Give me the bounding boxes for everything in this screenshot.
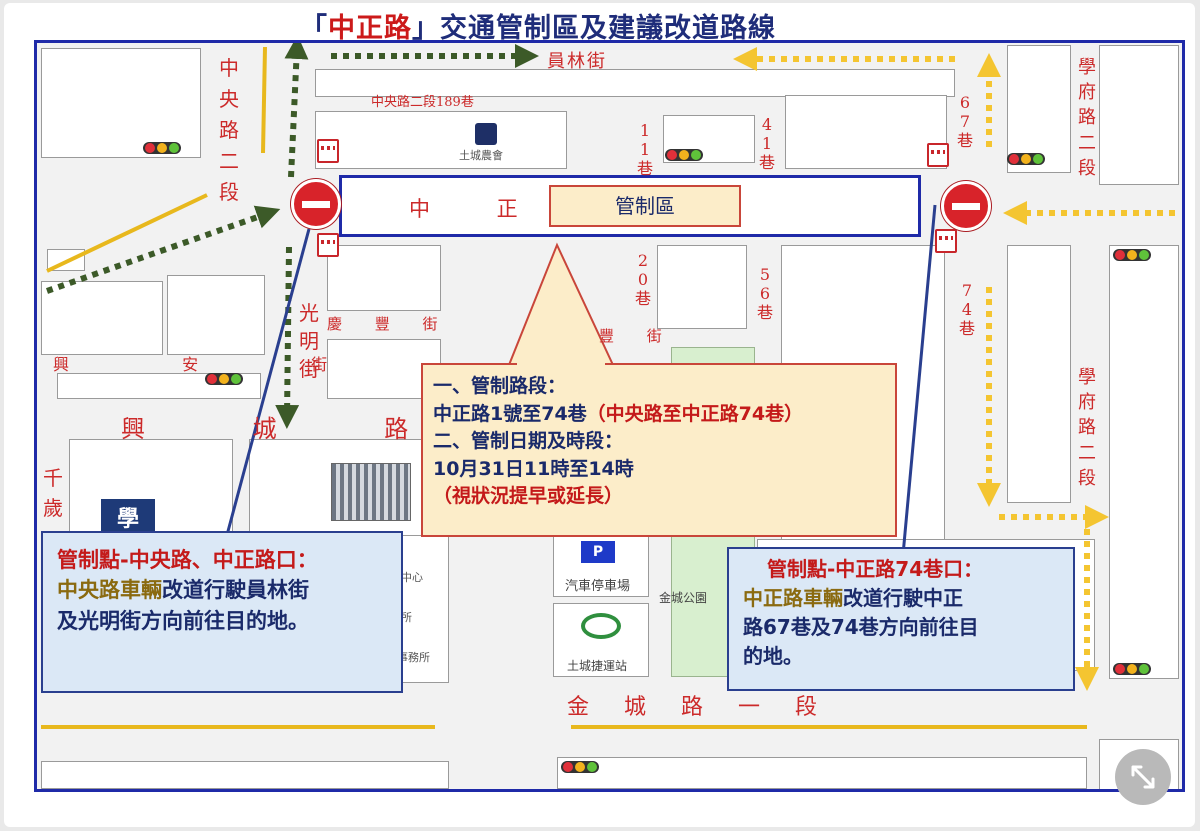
city-block	[41, 48, 201, 158]
left-callout-line-3: 及光明街方向前往目的地。	[57, 608, 309, 633]
right-callout-vehicles: 中正路車輛	[743, 586, 843, 610]
detour-arrow-green	[46, 205, 281, 294]
no-entry-icon	[941, 181, 991, 231]
district-office-building	[331, 463, 411, 521]
left-callout-detour: 改道行駛員林街	[162, 578, 309, 603]
info-line-3: 二、管制日期及時段：	[433, 430, 624, 453]
city-block	[1099, 45, 1179, 185]
street-label-jincheng-sec1: 金 城 路 一 段	[567, 695, 831, 720]
control-info-bubble	[421, 363, 897, 537]
right-callout-detour: 改道行駛中正	[843, 586, 963, 610]
control-info-text: 一、管制路段： 中正路1號至74巷（中央路至中正路74巷） 二、管制日期及時段：…	[433, 373, 803, 511]
traffic-control-map: 中 正 路 管制區 一、管制路段： 中正路1號至74巷（中央路至中正路74巷） …	[34, 40, 1185, 792]
city-block	[167, 275, 265, 355]
city-block	[657, 245, 747, 329]
center-line	[46, 193, 208, 273]
lane-label-20: 20巷	[634, 251, 651, 309]
callout-pointer	[225, 228, 311, 536]
street-label-xingan: 興 安 街	[53, 355, 382, 374]
title-highlight: 中正路	[328, 13, 412, 44]
control-zone-label: 管制區	[549, 185, 741, 227]
label-affairs-office-partial: 事務所	[397, 651, 430, 664]
traffic-light-icon	[561, 761, 599, 773]
city-block	[785, 95, 947, 169]
bubble-tail-joint	[517, 361, 605, 367]
center-line	[261, 46, 267, 154]
street-label-guangming: 光明街	[299, 301, 319, 381]
road-barrier-icon	[927, 143, 949, 167]
city-block	[557, 757, 1087, 789]
traffic-light-icon	[143, 142, 181, 154]
road-barrier-icon	[317, 233, 339, 257]
right-control-point-callout: 管制點-中正路74巷口： 中正路車輛改道行駛中正 路67巷及74巷方向前往目 的…	[727, 547, 1075, 691]
street-label-qiansui: 千歲	[43, 466, 63, 520]
city-block	[315, 69, 955, 97]
city-block	[1007, 45, 1071, 173]
road-barrier-icon	[935, 229, 957, 253]
city-block	[1007, 245, 1071, 503]
street-label-yuanlin: 員林街	[547, 51, 607, 72]
label-mrt-station: 土城捷運站	[567, 659, 628, 673]
info-line-5: （視狀況提早或延長）	[433, 485, 624, 508]
traffic-light-icon	[665, 149, 703, 161]
lane-label-67: 67巷	[956, 93, 973, 151]
label-office-partial: 所	[401, 611, 412, 624]
title-prefix: 「	[300, 13, 328, 44]
info-line-4: 10月31日11時至14時	[433, 457, 634, 480]
title-suffix: 」交通管制區及建議改道路線	[412, 13, 776, 44]
right-callout-line-2: 中正路車輛改道行駛中正	[743, 584, 1059, 613]
street-label-zhongyang-lane189: 中央路二段189巷	[371, 95, 474, 110]
city-block	[41, 281, 163, 355]
right-callout-line-4: 的地。	[743, 644, 803, 668]
lane-label-41: 41巷	[758, 115, 775, 173]
parking-icon: P	[581, 541, 615, 563]
right-callout-line-3: 路67巷及74巷方向前往目	[743, 615, 979, 639]
map-title: 「中正路」交通管制區及建議改道路線	[300, 6, 776, 45]
detour-arrow-green	[284, 43, 309, 178]
city-block	[315, 111, 567, 169]
info-line-2: 中正路1號至74巷（中央路至中正路74巷）	[433, 401, 803, 429]
label-jincheng-park: 金城公園	[659, 591, 708, 605]
left-callout-heading: 管制點-中央路、中正路口：	[57, 548, 318, 572]
city-block	[327, 245, 441, 311]
street-label-qingfeng-east: 豐 街	[599, 327, 676, 345]
traffic-light-icon	[1113, 249, 1151, 261]
label-farmers-association: 土城農會	[459, 149, 503, 162]
info-line-1: 一、管制路段：	[433, 375, 567, 397]
left-control-point-callout: 管制點-中央路、中正路口： 中央路車輛改道行駛員林街 及光明街方向前往目的地。	[41, 531, 403, 693]
street-label-zhongyang-sec2: 中央路二段	[219, 56, 239, 204]
city-block	[41, 761, 449, 789]
traffic-light-icon	[1007, 153, 1045, 165]
info-bubble-tail	[507, 242, 615, 366]
expand-icon[interactable]	[1115, 749, 1171, 805]
road-barrier-icon	[317, 139, 339, 163]
street-label-xuefu-sec2-bottom: 學府路二段	[1078, 367, 1096, 489]
traffic-light-icon	[205, 373, 243, 385]
expand-arrows-icon	[1131, 765, 1155, 789]
no-entry-icon	[291, 179, 341, 229]
callout-pointer	[901, 204, 937, 556]
label-center-partial: 中心	[401, 571, 423, 584]
street-label-xingcheng: 興 城 路	[121, 415, 459, 443]
left-callout-line-2: 中央路車輛改道行駛員林街	[57, 575, 387, 605]
city-block	[1109, 245, 1179, 679]
farmers-association-logo	[475, 123, 497, 145]
info-line-2-red: （中央路至中正路74巷）	[586, 402, 804, 425]
street-label-xuefu-sec2-top: 學府路二段	[1078, 57, 1096, 179]
lane-label-56: 56巷	[756, 265, 773, 323]
label-parking: 汽車停車場	[565, 579, 631, 594]
road-overlay	[41, 43, 1175, 729]
right-callout-heading: 管制點-中正路74巷口：	[767, 557, 984, 581]
lane-label-11: 11巷	[636, 121, 653, 179]
left-callout-vehicles: 中央路車輛	[57, 578, 162, 603]
lane-label-74: 74巷	[958, 281, 975, 339]
detour-arrow-green	[275, 246, 300, 429]
info-line-2-black: 中正路1號至74巷	[433, 402, 587, 425]
street-label-qingfeng: 慶 豐 街	[327, 315, 452, 333]
traffic-light-icon	[1113, 663, 1151, 675]
mrt-logo-icon	[581, 613, 621, 639]
